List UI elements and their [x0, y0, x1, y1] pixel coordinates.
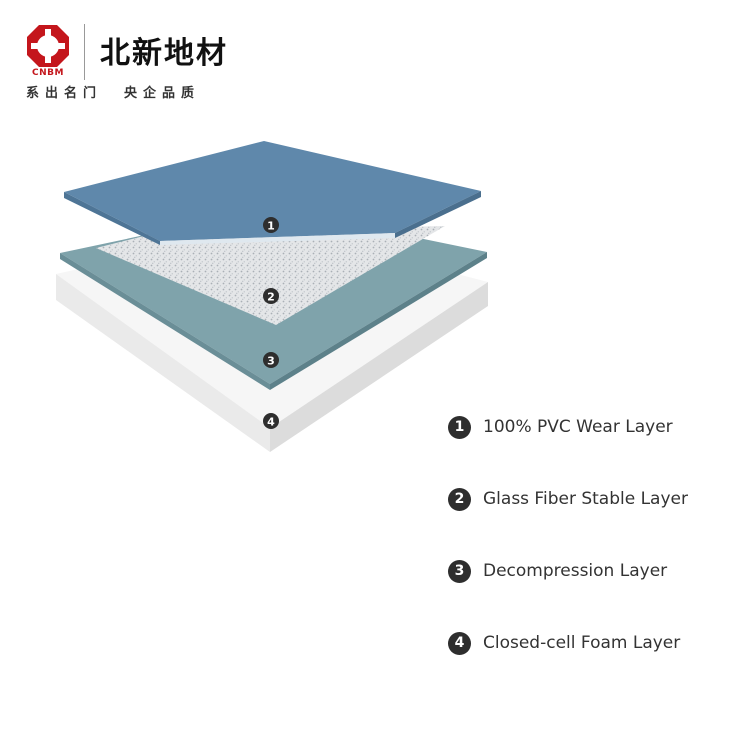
legend-number-icon: 3 — [448, 559, 471, 583]
brand-name: 北新地材 — [100, 36, 228, 71]
legend-label: Glass Fiber Stable Layer — [483, 489, 688, 509]
legend-label: Decompression Layer — [483, 561, 668, 581]
logo-caption: CNBM — [32, 68, 64, 78]
marker-3: 3 — [263, 352, 279, 368]
slogan: 系出名门 央企品质 — [26, 82, 200, 101]
marker-3-label: 3 — [267, 355, 275, 368]
glass-fiber-layer — [96, 226, 445, 325]
wear-layer — [64, 141, 481, 245]
brand-header: CNBM 北新地材 系出名门 央企品质 — [22, 18, 302, 108]
legend-number-icon: 1 — [448, 415, 471, 439]
marker-2: 2 — [263, 288, 279, 304]
marker-2-label: 2 — [267, 291, 275, 304]
logo-divider — [84, 24, 85, 80]
legend-item-decompression: 3 Decompression Layer — [448, 556, 667, 586]
legend-number-icon: 2 — [448, 487, 471, 511]
legend-label: Closed-cell Foam Layer — [483, 633, 681, 653]
legend-item-wear-layer: 1 100% PVC Wear Layer — [448, 412, 673, 442]
slogan-left: 系出名门 — [26, 86, 103, 101]
marker-1-label: 1 — [267, 220, 275, 233]
marker-4: 4 — [263, 413, 279, 429]
legend-label: 100% PVC Wear Layer — [483, 417, 673, 437]
legend-number-icon: 4 — [448, 631, 471, 655]
cnbm-logo-icon — [27, 25, 69, 67]
marker-1: 1 — [263, 217, 279, 233]
legend-item-foam: 4 Closed-cell Foam Layer — [448, 628, 680, 658]
slogan-right: 央企品质 — [124, 86, 201, 101]
marker-4-label: 4 — [267, 416, 275, 429]
legend-item-glass-fiber: 2 Glass Fiber Stable Layer — [448, 484, 688, 514]
